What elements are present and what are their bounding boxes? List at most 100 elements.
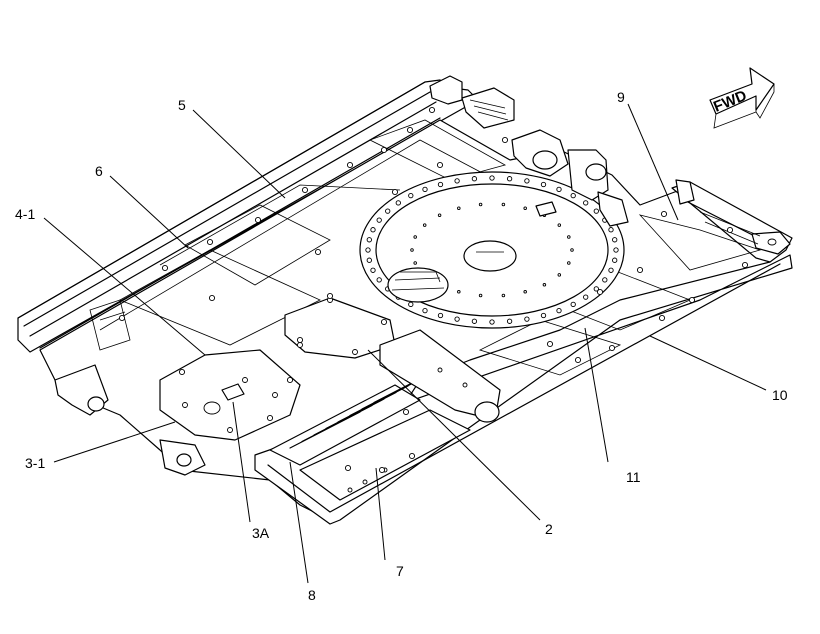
bolt (178, 368, 186, 376)
bolt (296, 336, 304, 344)
ring-bolt-hole (422, 186, 428, 193)
ring-bolt-hole (376, 277, 382, 283)
ring-inner-hole (422, 223, 427, 227)
ring-bolt-hole (556, 307, 562, 314)
ring-bolt-hole (570, 301, 576, 308)
leader-3A (232, 401, 251, 523)
ring-bolt-hole (422, 307, 428, 314)
ring-bolt-hole (365, 247, 371, 253)
callout-2: 2 (545, 521, 553, 537)
ring-bolt-hole (385, 208, 391, 214)
ring-bolt-hole (506, 176, 513, 182)
leader-3-1 (53, 421, 176, 463)
ring-bolt-hole (437, 181, 444, 188)
ring-inner-hole (413, 235, 417, 239)
bolt (726, 226, 734, 234)
callout-6: 6 (95, 163, 103, 179)
ring-bolt-hole (506, 318, 513, 324)
leader-7 (375, 467, 386, 561)
ring-bolt-hole (540, 181, 547, 188)
bolt (378, 466, 386, 474)
callout-8: 8 (308, 587, 316, 603)
leader-2 (367, 349, 541, 521)
ring-inner-hole (410, 248, 414, 252)
bolt (118, 314, 126, 322)
leader-5 (192, 109, 286, 199)
bolt (402, 408, 410, 416)
bolt (408, 452, 416, 460)
leader-10 (649, 335, 767, 391)
ring-inner-hole (542, 283, 547, 287)
bolt (206, 238, 214, 246)
ring-bolt-hole (395, 200, 401, 206)
bolt (741, 261, 749, 269)
ring-bolt-hole (593, 286, 599, 292)
ring-inner-hole (501, 293, 506, 298)
ring-bolt-hole (408, 192, 414, 199)
bolt (574, 356, 582, 364)
ring-bolt-hole (583, 200, 589, 206)
ring-bolt-hole (471, 318, 478, 324)
bolt (391, 188, 399, 196)
ring-inner-hole (437, 213, 442, 217)
bolt (658, 314, 666, 322)
ring-bolt-hole (370, 227, 376, 233)
leader-11 (584, 327, 609, 463)
louver-panel-8 (269, 365, 445, 466)
bolt (501, 136, 509, 144)
ring-bolt-hole (583, 294, 589, 300)
ring-inner-hole (457, 290, 461, 294)
ring-bolt-hole (489, 319, 495, 325)
bolt (546, 340, 554, 348)
ring-bolt-hole (489, 175, 495, 181)
bolt (314, 248, 322, 256)
ring-bolt-holes (365, 175, 619, 325)
ring-inner-hole (567, 261, 571, 265)
ring-inner-hole (557, 273, 562, 277)
ring-bolt-hole (454, 178, 460, 184)
callout-11: 11 (626, 469, 641, 485)
fastener-bolts (118, 106, 749, 474)
callout-3-1: 3-1 (25, 455, 45, 471)
mounting-brackets (429, 75, 629, 227)
leader-6 (109, 175, 189, 249)
callout-4-1: 4-1 (15, 206, 35, 222)
ring-bolt-hole (608, 267, 614, 273)
bolt (406, 126, 414, 134)
ring-bolt-hole (524, 178, 530, 184)
bolt (380, 318, 388, 326)
ring-bolt-hole (612, 237, 618, 243)
ring-inner-hole (478, 293, 483, 298)
ring-bolt-hole (454, 316, 460, 322)
bolt (301, 186, 309, 194)
ring-bolt-hole (437, 312, 444, 319)
leader-9 (627, 103, 679, 221)
ring-bolt-hole (608, 227, 614, 233)
bolt (254, 216, 262, 224)
fwd-arrow: FWD (709, 67, 775, 129)
ring-bolt-hole (524, 316, 530, 322)
ring-inner-hole (478, 202, 483, 207)
ring-bolt-hole (613, 247, 619, 253)
ring-bolt-hole (408, 301, 414, 308)
left-lower-bosses (54, 299, 206, 476)
leader-lines (43, 103, 767, 584)
ring-bolt-hole (556, 186, 562, 193)
ring-bolt-hole (540, 312, 547, 319)
deck-panel-lines (99, 119, 762, 376)
cover-plate-2 (284, 297, 396, 359)
swing-bearing-ring (359, 171, 625, 329)
bolt (688, 296, 696, 304)
ring-inner-hole (457, 206, 461, 210)
callout-labels: 5 6 4-1 9 10 11 2 3-1 3A 7 8 (15, 89, 788, 603)
callout-3A: 3A (252, 525, 270, 541)
bolt (436, 161, 444, 169)
cover-plate-3-1 (159, 349, 301, 441)
ring-bolt-hole (570, 192, 576, 199)
callout-10: 10 (772, 387, 788, 403)
ring-inner-hole (523, 290, 527, 294)
ring-bolt-hole (612, 257, 618, 263)
right-end-bracket (675, 179, 791, 255)
bolt (596, 288, 604, 296)
callout-5: 5 (178, 97, 186, 113)
